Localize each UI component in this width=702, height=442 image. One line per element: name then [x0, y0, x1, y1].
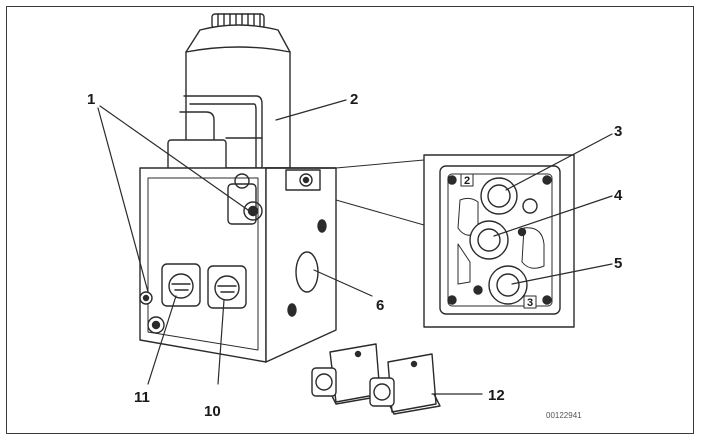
callout-12: 12: [488, 387, 505, 404]
port-label-3: 3: [527, 297, 533, 309]
plug-connectors: [311, 343, 441, 415]
drawing-code: 00122941: [546, 411, 582, 420]
valve-block: [139, 167, 337, 363]
callout-10: 10: [204, 403, 221, 420]
callout-11: 11: [134, 389, 150, 406]
callout-6: 6: [376, 297, 384, 314]
port-label-2: 2: [464, 175, 470, 187]
leader-lines: [97, 99, 613, 395]
callout-4: 4: [614, 187, 623, 204]
port-detail-inset: [335, 154, 575, 328]
callout-5: 5: [614, 255, 622, 272]
callout-2: 2: [350, 91, 358, 108]
solenoid-cylinder: [167, 13, 291, 171]
callout-1: 1: [87, 91, 95, 108]
callout-3: 3: [614, 123, 622, 140]
figure-frame: [6, 6, 694, 434]
